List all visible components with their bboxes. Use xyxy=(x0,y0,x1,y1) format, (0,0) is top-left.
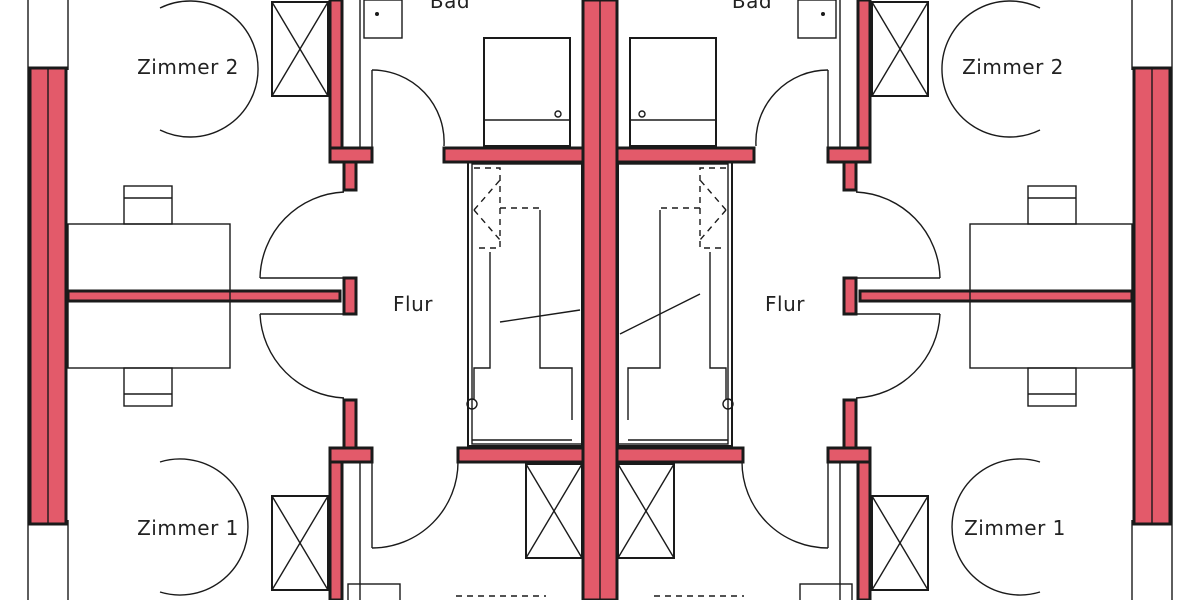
toilet-right xyxy=(797,0,837,39)
door-swing-zimmer2-right xyxy=(855,191,941,279)
shaft-left-bottom xyxy=(271,495,329,591)
door-swing-zimmer1-right xyxy=(855,313,941,399)
shower-right xyxy=(629,37,717,147)
shaft-right-center xyxy=(617,463,675,559)
bed-zimmer2-right xyxy=(941,0,1041,138)
room-label-flur-left: Flur xyxy=(393,292,433,316)
shower-left xyxy=(483,37,571,147)
shaft-right-bottom xyxy=(871,495,929,591)
toilet-left xyxy=(363,0,403,39)
desk-left xyxy=(67,185,231,407)
shaft-right-top xyxy=(871,1,929,97)
room-label-zimmer2-right: Zimmer 2 xyxy=(962,55,1064,79)
room-label-flur-right: Flur xyxy=(765,292,805,316)
desk-right xyxy=(969,185,1133,407)
bed-zimmer2-left xyxy=(159,0,259,138)
room-label-zimmer1-right: Zimmer 1 xyxy=(964,516,1066,540)
bed-zimmer1-left xyxy=(159,458,249,596)
window-left xyxy=(27,0,69,600)
stair-left xyxy=(466,161,583,447)
room-label-bath-right: Bad xyxy=(732,0,772,13)
door-swing-zimmer2-left xyxy=(259,191,345,279)
room-label-bath-left: Bad xyxy=(430,0,470,13)
door-swing-lower-right xyxy=(741,461,829,549)
stair-right xyxy=(617,161,734,447)
door-swing-lower-left xyxy=(371,461,459,549)
room-label-zimmer1-left: Zimmer 1 xyxy=(137,516,239,540)
door-swing-zimmer1-left xyxy=(259,313,345,399)
bed-zimmer1-right xyxy=(951,458,1041,596)
door-swing-bath-left xyxy=(371,69,445,147)
window-right xyxy=(1131,0,1173,600)
partition-wall-left xyxy=(66,289,342,303)
room-label-zimmer2-left: Zimmer 2 xyxy=(137,55,239,79)
partition-wall-right xyxy=(858,289,1134,303)
door-swing-bath-right xyxy=(755,69,829,147)
shaft-left-top xyxy=(271,1,329,97)
shaft-left-center xyxy=(525,463,583,559)
